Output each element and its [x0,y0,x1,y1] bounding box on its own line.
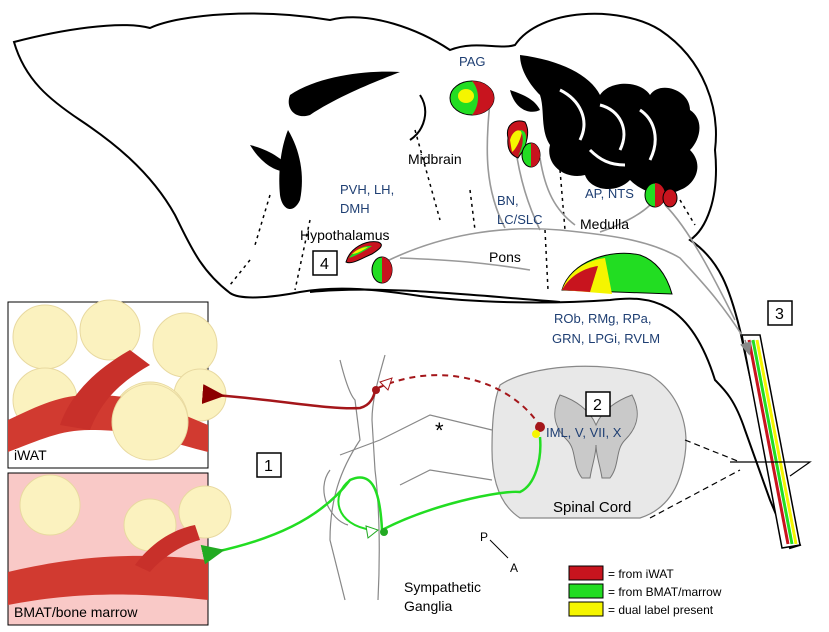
box-3 [767,300,793,326]
label-dmh: DMH [340,201,370,216]
axis-indicator: P A [480,530,518,575]
iwat-label: iWAT [14,447,47,463]
iwat-panel: iWAT [7,299,227,469]
brain-sagittal-section [12,12,802,550]
pag-marker [449,80,495,116]
label-ganglia: Ganglia [404,598,452,614]
ventricle-1 [288,71,400,117]
label-grn-rvlm: GRN, LPGi, RVLM [552,331,660,346]
legend-label-dual: = dual label present [608,603,714,617]
axis-p: P [480,530,488,544]
label-medulla: Medulla [580,216,629,232]
legend: = from iWAT = from BMAT/marrow = dual la… [568,565,722,617]
bn-marker-2 [521,142,541,168]
spinal-cord-strip [730,334,812,549]
box-2 [585,391,611,417]
label-rob-rmg: ROb, RMg, RPa, [554,311,652,326]
box-2-number: 2 [593,397,602,414]
asterisk: * [435,418,444,443]
label-pvh-lh: PVH, LH, [340,182,394,197]
bmat-panel: BMAT/bone marrow [7,472,232,626]
ventricle-2 [279,130,302,210]
legend-swatch-iwat [568,565,604,581]
ventricle-4 [510,90,540,112]
box-1 [256,452,282,478]
bn-marker-1 [506,120,529,159]
label-midbrain: Midbrain [408,151,462,167]
legend-swatch-bmat [568,583,604,599]
label-spinal-cord: Spinal Cord [553,499,631,516]
green-pathway [200,476,384,565]
label-iml: IML, V, VII, X [546,425,622,440]
red-pathway [201,384,378,410]
ventricle-3 [250,145,290,172]
cerebellum [520,55,700,195]
box-3-number: 3 [775,306,784,323]
legend-label-bmat: = from BMAT/marrow [608,585,722,599]
box-4 [312,250,338,276]
hypothalamus-marker [345,241,393,284]
legend-swatch-dual [568,601,604,617]
label-ap-nts: AP, NTS [585,186,634,201]
label-pons: Pons [489,249,521,265]
label-bn: BN, [497,193,519,208]
medulla-raphe-marker [561,252,673,295]
bmat-label: BMAT/bone marrow [14,604,138,620]
legend-label-iwat: = from iWAT [608,567,674,581]
nts-marker [644,182,678,208]
box-4-number: 4 [320,256,329,273]
label-hypothalamus: Hypothalamus [300,227,390,243]
label-sympathetic: Sympathetic [404,579,481,595]
spinal-cross-section: Spinal Cord IML, V, VII, X * [339,365,741,519]
label-pag: PAG [459,54,486,69]
label-lc-slc: LC/SLC [497,212,543,227]
box-1-number: 1 [264,458,273,475]
axis-a: A [510,561,518,575]
